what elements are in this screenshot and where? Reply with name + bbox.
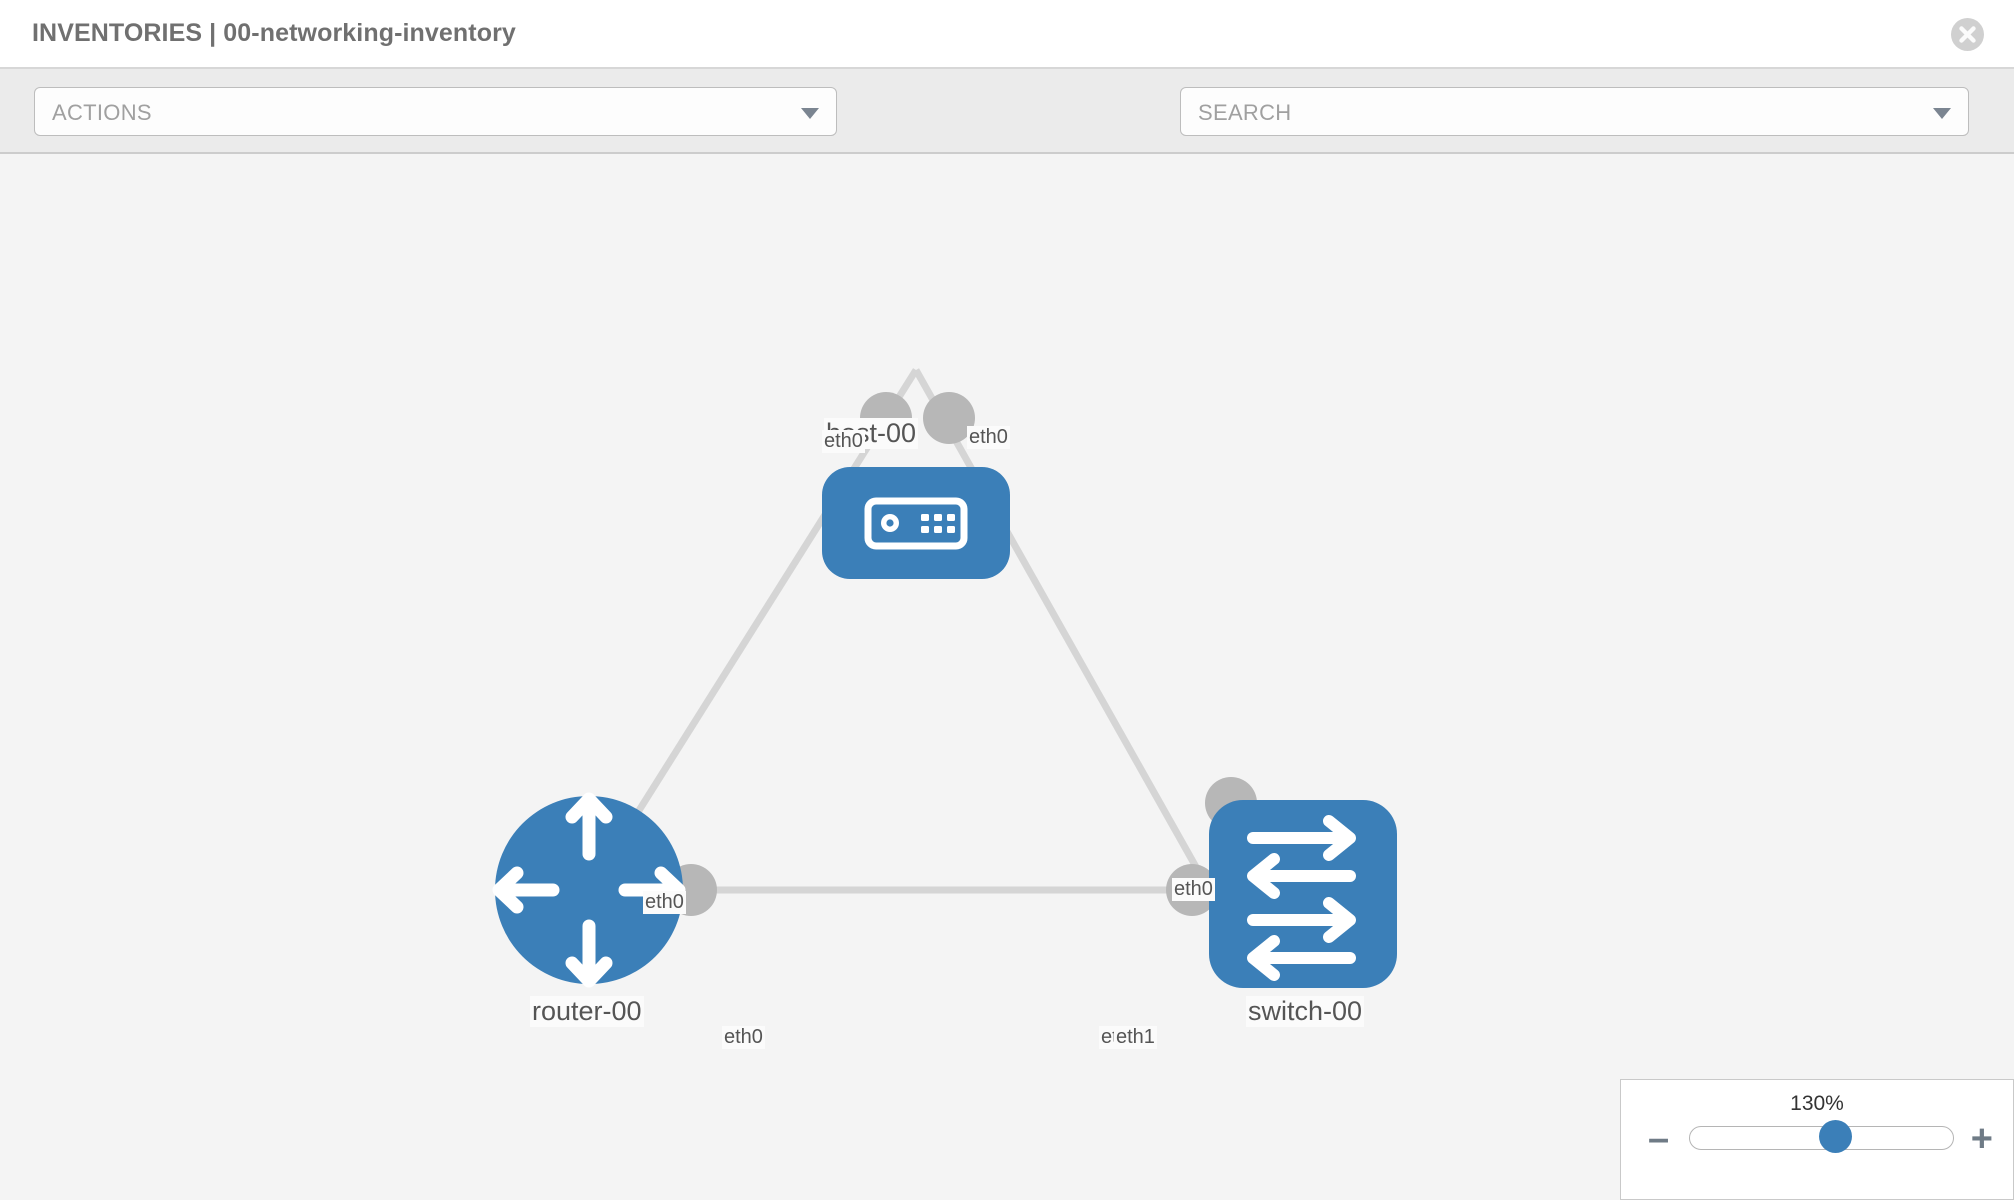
zoom-slider-thumb[interactable] <box>1818 1120 1852 1153</box>
chevron-down-icon <box>801 108 819 119</box>
page-title: INVENTORIES | 00-networking-inventory <box>32 19 516 47</box>
zoom-in-button[interactable]: + <box>1970 1118 1993 1160</box>
node-label-switch-00: switch-00 <box>1246 996 1365 1027</box>
search-placeholder: SEARCH <box>1198 100 1292 125</box>
close-icon[interactable] <box>1951 18 1984 51</box>
zoom-out-button[interactable]: – <box>1648 1118 1670 1160</box>
zoom-control-panel: 130% – + <box>1620 1079 2014 1200</box>
actions-dropdown-label: ACTIONS <box>52 100 152 125</box>
node-host-00 <box>822 467 1010 579</box>
iface-label-router00-eth0-trunk: eth0 <box>722 1026 765 1049</box>
switch-arrows-icon <box>1247 815 1356 981</box>
iface-label-router00-eth0-uplink: eth0 <box>643 891 686 914</box>
node-router-00 <box>492 792 686 988</box>
topology-graph <box>492 368 1397 988</box>
router-four-arrows-icon <box>492 792 686 988</box>
zoom-level-value: 130% <box>1790 1092 1844 1115</box>
toolbar: ACTIONS SEARCH <box>0 69 2014 190</box>
chevron-down-icon <box>1933 108 1951 119</box>
topology-canvas[interactable]: host-00 router-00 switch-00 eth0 eth0 et… <box>0 154 2014 1200</box>
actions-dropdown[interactable]: ACTIONS <box>34 87 837 136</box>
node-label-router-00: router-00 <box>530 996 644 1027</box>
iface-label-switch00-eth0-uplink: eth0 <box>1172 878 1215 901</box>
link-host00-router00 <box>586 368 919 892</box>
iface-label-host00-eth0-left: eth0 <box>822 430 865 453</box>
link-host00-switch00 <box>912 368 1213 892</box>
iface-label-host00-eth0-right: eth0 <box>967 426 1010 449</box>
server-appliance-icon <box>864 497 968 550</box>
iface-label-switch00-eth1-trunk: eth1 <box>1114 1026 1157 1049</box>
search-input[interactable]: SEARCH <box>1180 87 1969 136</box>
node-switch-00 <box>1209 800 1397 988</box>
endpoint-host00-right <box>923 392 975 444</box>
page-header: INVENTORIES | 00-networking-inventory <box>0 0 2014 69</box>
